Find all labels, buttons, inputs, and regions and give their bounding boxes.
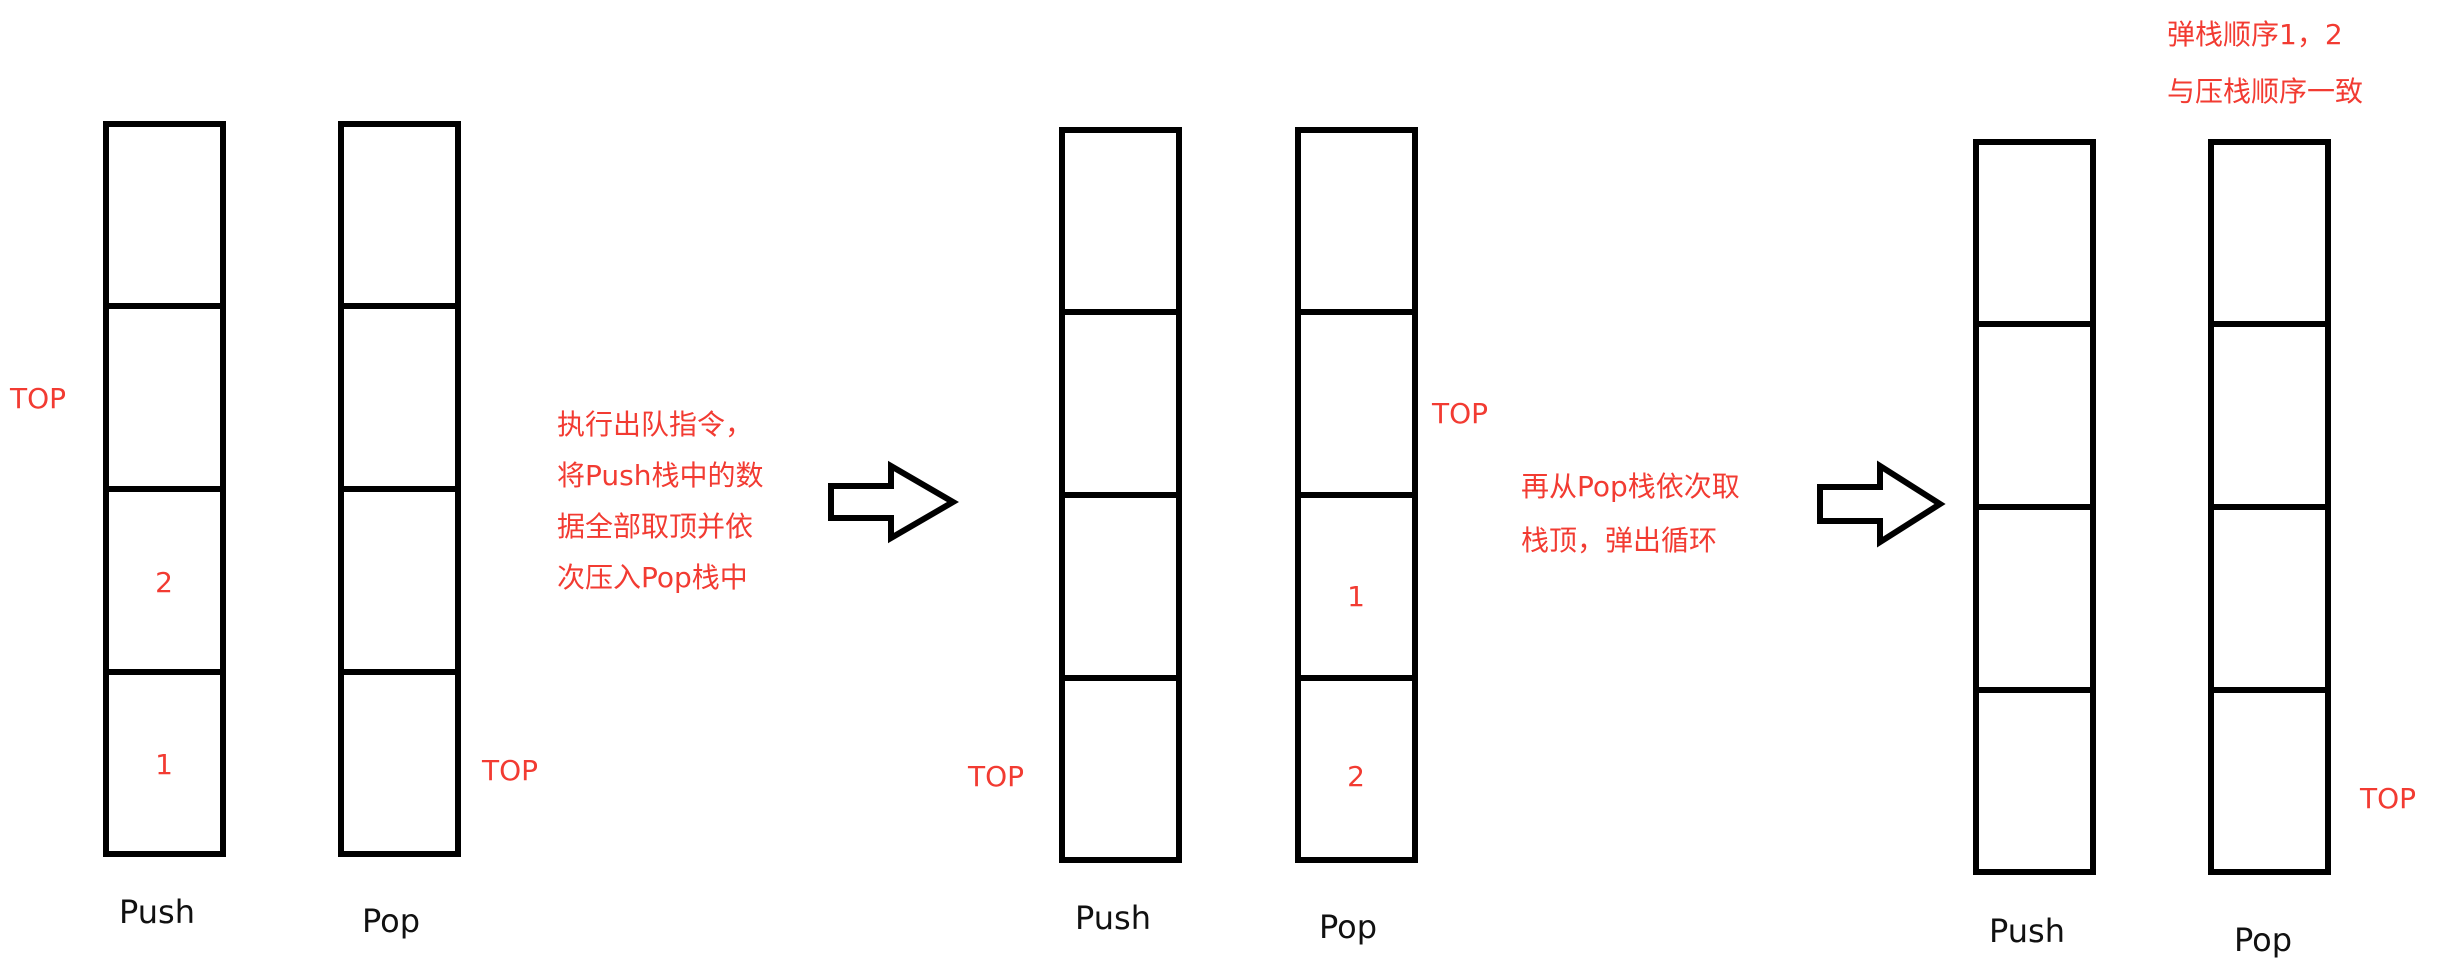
stage-2-push-cell-1 xyxy=(1059,127,1182,315)
stage-1-push-stack: 2 1 xyxy=(103,121,226,857)
stage-1-pop-top-marker: TOP xyxy=(481,754,538,787)
transition-1-note-line-2: 将Push栈中的数 xyxy=(557,459,763,492)
stage-2: 1 2 TOP TOP Push Pop xyxy=(967,127,1488,946)
stage-3-push-cell-4 xyxy=(1973,687,2096,875)
stage-3-pop-cell-4 xyxy=(2208,687,2331,875)
stage-2-push-top-marker: TOP xyxy=(967,760,1024,793)
stage-2-pop-value-1: 1 xyxy=(1347,580,1365,613)
stage-2-pop-top-marker: TOP xyxy=(1431,397,1488,430)
stage-3-pop-cell-2 xyxy=(2208,321,2331,510)
stage-2-push-stack xyxy=(1059,127,1182,863)
stage-3-pop-stack xyxy=(2208,139,2331,875)
stage-3-note: 弹栈顺序1，2 与压栈顺序一致 xyxy=(2167,18,2363,108)
stage-1-push-cell-2 xyxy=(103,303,226,492)
transition-1-arrow-icon xyxy=(828,460,959,544)
stage-3-push-stack xyxy=(1973,139,2096,875)
stage-3-note-line-2: 与压栈顺序一致 xyxy=(2167,75,2363,108)
stage-1-push-cell-1 xyxy=(103,121,226,309)
stage-3-push-label: Push xyxy=(1989,912,2065,950)
transition-2-note: 再从Pop栈依次取 栈顶，弹出循环 xyxy=(1521,470,1740,557)
stage-1-push-top-marker: TOP xyxy=(9,382,66,415)
stage-3-pop-label: Pop xyxy=(2234,921,2292,959)
stage-2-push-cell-3 xyxy=(1059,492,1182,681)
stage-2-push-cell-4 xyxy=(1059,675,1182,863)
transition-2-note-line-1: 再从Pop栈依次取 xyxy=(1521,470,1740,503)
stage-2-pop-cell-2 xyxy=(1295,309,1418,498)
stage-2-pop-stack: 1 2 xyxy=(1295,127,1418,863)
stage-1-push-cell-4 xyxy=(103,669,226,857)
transition-1-note-line-1: 执行出队指令， xyxy=(557,408,753,441)
stage-1-pop-cell-3 xyxy=(338,486,461,675)
stage-1-pop-cell-4 xyxy=(338,669,461,857)
stage-1-pop-label: Pop xyxy=(362,902,420,940)
stage-3-pop-cell-3 xyxy=(2208,504,2331,693)
stage-2-pop-cell-1 xyxy=(1295,127,1418,315)
stage-2-pop-cell-4 xyxy=(1295,675,1418,863)
stage-3: TOP Push Pop 弹栈顺序1，2 与压栈顺序一致 xyxy=(1973,18,2416,959)
stage-3-push-cell-1 xyxy=(1973,139,2096,327)
stage-3-note-line-1: 弹栈顺序1，2 xyxy=(2167,18,2343,51)
transition-2-arrow-icon xyxy=(1817,460,1946,548)
stage-1-pop-stack xyxy=(338,121,461,857)
stage-1-push-label: Push xyxy=(119,893,195,931)
stage-2-push-label: Push xyxy=(1075,899,1151,937)
stage-2-pop-label: Pop xyxy=(1319,908,1377,946)
stage-1-pop-cell-1 xyxy=(338,121,461,309)
stage-3-push-cell-3 xyxy=(1973,504,2096,693)
transition-1-note: 执行出队指令， 将Push栈中的数 据全部取顶并依 次压入Pop栈中 xyxy=(557,408,763,594)
transition-2-note-line-2: 栈顶，弹出循环 xyxy=(1521,524,1717,557)
stage-1: 2 1 TOP TOP Push Pop xyxy=(9,121,538,940)
stage-1-push-value-1: 1 xyxy=(155,748,173,781)
transition-1-note-line-4: 次压入Pop栈中 xyxy=(557,561,748,594)
stage-1-pop-cell-2 xyxy=(338,303,461,492)
stage-3-pop-cell-1 xyxy=(2208,139,2331,327)
transition-1-note-line-3: 据全部取顶并依 xyxy=(557,510,753,543)
stage-3-pop-top-marker: TOP xyxy=(2359,782,2416,815)
stage-2-push-cell-2 xyxy=(1059,309,1182,498)
stage-3-push-cell-2 xyxy=(1973,321,2096,510)
stage-1-push-value-2: 2 xyxy=(155,566,173,599)
stage-2-pop-value-2: 2 xyxy=(1347,760,1365,793)
